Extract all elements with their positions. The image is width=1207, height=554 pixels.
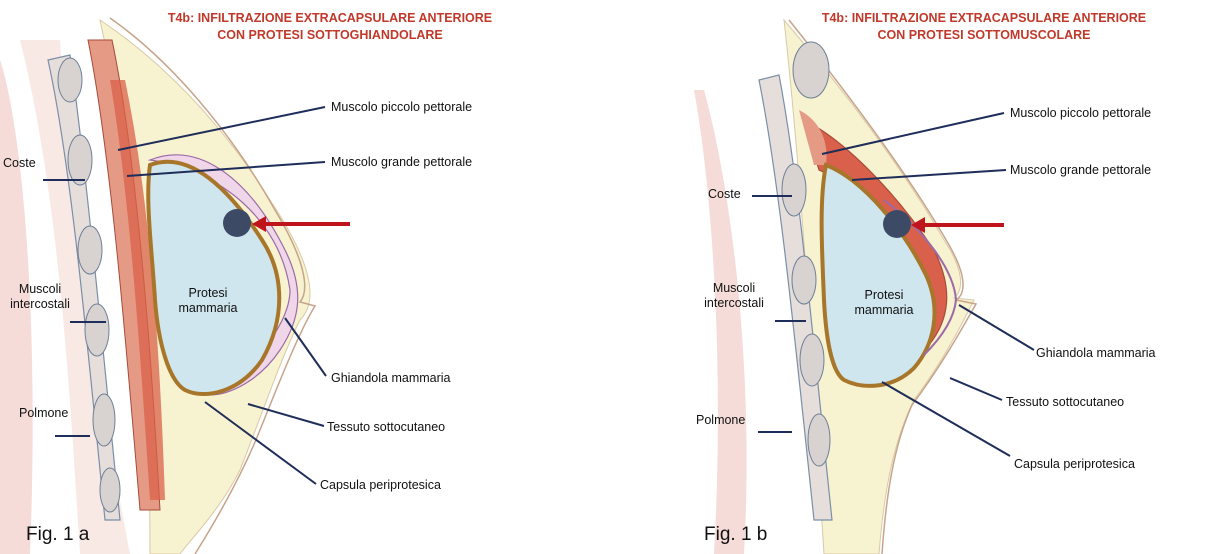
label-polmone: Polmone bbox=[696, 413, 745, 428]
title-line2: CON PROTESI SOTTOGHIANDOLARE bbox=[125, 27, 535, 44]
tumor-marker bbox=[223, 209, 251, 237]
label-ghiandola-mammaria: Ghiandola mammaria bbox=[331, 371, 451, 386]
label-protesi-mammaria: Protesi mammaria bbox=[168, 286, 248, 316]
figure-label-a: Fig. 1 a bbox=[26, 524, 89, 546]
label-polmone: Polmone bbox=[19, 406, 68, 421]
label-grande-pettorale: Muscolo grande pettorale bbox=[331, 155, 472, 170]
label-capsula-periprotesica: Capsula periprotesica bbox=[320, 478, 441, 493]
diagram-title-a: T4b: INFILTRAZIONE EXTRACAPSULARE ANTERI… bbox=[125, 10, 535, 44]
figure-label-b: Fig. 1 b bbox=[704, 524, 767, 546]
lung-region bbox=[694, 90, 747, 554]
label-tessuto-sottocutaneo: Tessuto sottocutaneo bbox=[327, 420, 445, 435]
title-line1: T4b: INFILTRAZIONE EXTRACAPSULARE ANTERI… bbox=[125, 10, 535, 27]
anatomy-drawing-a bbox=[0, 0, 603, 554]
label-muscoli-intercostali: Muscoli intercostali bbox=[694, 281, 774, 311]
label-capsula-periprotesica: Capsula periprotesica bbox=[1014, 457, 1135, 472]
tumor-marker bbox=[883, 210, 911, 238]
label-piccolo-pettorale: Muscolo piccolo pettorale bbox=[1010, 106, 1151, 121]
figure-panel-b: T4b: INFILTRAZIONE EXTRACAPSULARE ANTERI… bbox=[604, 0, 1207, 554]
title-line1: T4b: INFILTRAZIONE EXTRACAPSULARE ANTERI… bbox=[784, 10, 1184, 27]
label-tessuto-sottocutaneo: Tessuto sottocutaneo bbox=[1006, 395, 1124, 410]
label-coste: Coste bbox=[3, 156, 36, 171]
figure-panel-a: T4b: INFILTRAZIONE EXTRACAPSULARE ANTERI… bbox=[0, 0, 603, 554]
diagram-title-b: T4b: INFILTRAZIONE EXTRACAPSULARE ANTERI… bbox=[784, 10, 1184, 44]
title-line2: CON PROTESI SOTTOMUSCOLARE bbox=[784, 27, 1184, 44]
label-muscoli-intercostali: Muscoli intercostali bbox=[0, 282, 80, 312]
label-grande-pettorale: Muscolo grande pettorale bbox=[1010, 163, 1151, 178]
label-protesi-mammaria: Protesi mammaria bbox=[844, 288, 924, 318]
label-ghiandola-mammaria: Ghiandola mammaria bbox=[1036, 346, 1156, 361]
label-coste: Coste bbox=[708, 187, 741, 202]
label-piccolo-pettorale: Muscolo piccolo pettorale bbox=[331, 100, 472, 115]
